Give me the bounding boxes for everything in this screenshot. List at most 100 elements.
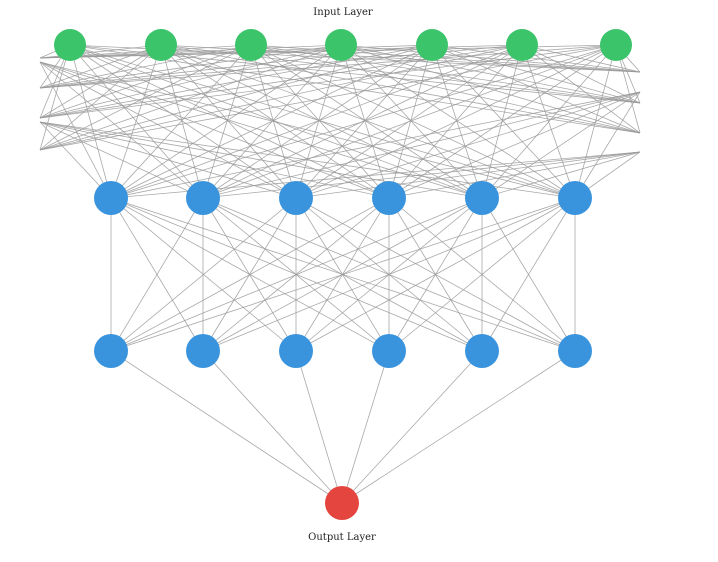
edge-l0-n0-to-n1 [69, 44, 204, 199]
edge-side-h1-1-2 [39, 121, 204, 199]
edge-l0-n3-to-n5 [340, 44, 576, 199]
edge-side-h1-5-0 [39, 61, 576, 199]
edge-side-h1-0-2 [39, 121, 112, 199]
edge-l0-n5-to-n0 [110, 44, 523, 199]
edge-side-right-in5-5 [521, 44, 641, 134]
edge-l0-n6-to-n0 [110, 44, 617, 199]
edge-side-left-in1-6 [39, 44, 162, 151]
input-node-layer0-3 [325, 29, 357, 61]
edge-l0-n3-to-n0 [110, 44, 342, 199]
neuron-nodes [54, 29, 632, 520]
hidden-node-layer2-4 [465, 334, 499, 368]
input-node-layer0-0 [54, 29, 86, 61]
edge-l1-n5-to-n2 [295, 197, 576, 352]
hidden-node-layer1-2 [279, 181, 313, 215]
edge-l1-n5-to-n0 [110, 197, 576, 352]
edge-side-h1-4-3 [481, 151, 641, 199]
edge-l0-n1-to-n0 [110, 44, 162, 199]
hidden-node-layer2-0 [94, 334, 128, 368]
edge-l2-n0-to-n0 [110, 350, 343, 504]
hidden-node-layer2-2 [279, 334, 313, 368]
edge-side-left-in5-6 [39, 44, 523, 151]
edge-side-h1-2-2 [39, 121, 297, 199]
edge-l0-n0-to-n0 [69, 44, 112, 199]
edge-side-h1-5-1 [574, 91, 641, 199]
edge-l0-n0-to-n4 [69, 44, 483, 199]
edge-side-h1-1-0 [39, 61, 204, 199]
edge-l1-n5-to-n3 [388, 197, 576, 352]
edge-side-right-in3-5 [340, 44, 641, 134]
edge-l0-n4-to-n5 [431, 44, 576, 199]
edge-l1-n3-to-n0 [110, 197, 390, 352]
hidden-node-layer1-3 [372, 181, 406, 215]
edge-side-h1-2-0 [39, 61, 297, 199]
edge-l0-n6-to-n4 [481, 44, 617, 199]
input-node-layer0-6 [600, 29, 632, 61]
edge-l2-n1-to-n0 [202, 350, 343, 504]
edge-l0-n1-to-n5 [160, 44, 576, 199]
edge-side-left-in3-6 [39, 44, 342, 151]
edge-l0-n0-to-n5 [69, 44, 576, 199]
edge-l0-n2-to-n0 [110, 44, 252, 199]
input-node-layer0-2 [235, 29, 267, 61]
hidden-node-layer1-1 [186, 181, 220, 215]
edge-l1-n5-to-n4 [481, 197, 576, 352]
edge-side-h1-4-0 [39, 61, 483, 199]
edge-l0-n6-to-n2 [295, 44, 617, 199]
edge-side-right-in2-5 [250, 44, 641, 134]
edge-l0-n4-to-n0 [110, 44, 433, 199]
output-node-layer3-0 [325, 486, 359, 520]
edge-side-right-in2-3 [250, 44, 641, 104]
edge-l2-n4-to-n0 [341, 350, 483, 504]
edge-l1-n1-to-n0 [110, 197, 204, 352]
edge-side-h1-2-1 [295, 91, 641, 199]
edge-l1-n5-to-n1 [202, 197, 576, 352]
edge-l2-n3-to-n0 [341, 350, 390, 504]
edge-l0-n2-to-n5 [250, 44, 576, 199]
edge-side-left-in0-6 [39, 44, 71, 151]
edge-side-h1-4-2 [39, 121, 483, 199]
edge-l0-n6-to-n3 [388, 44, 617, 199]
edge-side-right-in4-1 [431, 44, 641, 73]
edge-l0-n0-to-n2 [69, 44, 297, 199]
edge-l0-n1-to-n4 [160, 44, 483, 199]
hidden-node-layer2-3 [372, 334, 406, 368]
edge-side-right-in4-3 [431, 44, 641, 104]
edge-side-h1-1-3 [202, 151, 641, 199]
edge-l1-n2-to-n0 [110, 197, 297, 352]
hidden-node-layer2-1 [186, 334, 220, 368]
edge-side-left-in3-0 [39, 44, 342, 59]
hidden-node-layer2-5 [558, 334, 592, 368]
edge-side-right-in4-5 [431, 44, 641, 134]
edge-side-left-in4-2 [39, 44, 433, 89]
edge-side-h1-0-1 [110, 91, 641, 199]
edge-side-h1-1-1 [202, 91, 641, 199]
edge-side-left-in4-0 [39, 44, 433, 59]
edge-side-right-in2-1 [250, 44, 641, 73]
edge-l2-n2-to-n0 [295, 350, 343, 504]
edge-side-right-in5-1 [521, 44, 641, 73]
hidden-node-layer1-0 [94, 181, 128, 215]
output-layer-label: Output Layer [308, 532, 376, 543]
edge-l2-n5-to-n0 [341, 350, 576, 504]
hidden-node-layer1-4 [465, 181, 499, 215]
edge-side-left-in3-4 [39, 44, 342, 119]
hidden-node-layer1-5 [558, 181, 592, 215]
connection-edges [39, 44, 641, 504]
edge-side-left-in4-4 [39, 44, 433, 119]
edge-side-left-in6-6 [39, 44, 617, 151]
input-layer-label: Input Layer [313, 7, 373, 18]
input-node-layer0-1 [145, 29, 177, 61]
input-node-layer0-4 [416, 29, 448, 61]
edge-side-h1-3-0 [39, 61, 390, 199]
edge-side-h1-4-1 [481, 91, 641, 199]
edge-side-right-in3-3 [340, 44, 641, 104]
input-node-layer0-5 [506, 29, 538, 61]
edge-l0-n3-to-n3 [340, 44, 390, 199]
edge-side-h1-3-2 [39, 121, 390, 199]
edge-side-left-in4-6 [39, 44, 433, 151]
edge-side-h1-3-1 [388, 91, 641, 199]
edge-l0-n3-to-n2 [295, 44, 342, 199]
edge-l1-n4-to-n0 [110, 197, 483, 352]
